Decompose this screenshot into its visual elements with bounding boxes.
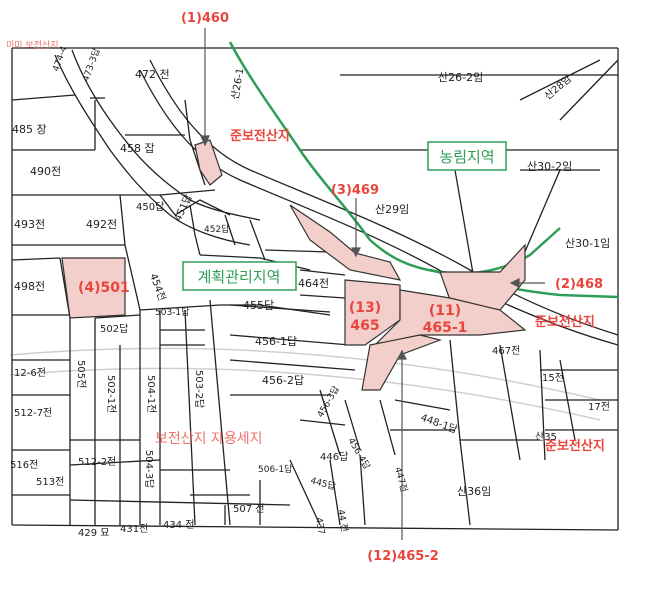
parcel-17: 17전 — [588, 401, 610, 413]
parcel-labels: 472 전 473-3답 474-4 485 장 490전 458 잡 450답… — [10, 45, 610, 539]
parcel-502-1: 502-1전 — [105, 375, 117, 413]
conserve-label-b: 준보전산지 — [535, 314, 595, 330]
planning-label: 계획관리지역 — [198, 268, 281, 286]
parcel-503: 503-1답 — [155, 306, 189, 318]
callout-2: (2)468 — [555, 277, 603, 292]
parcel-452: 452답 — [204, 223, 229, 235]
parcel-s36: 산36임 — [457, 485, 491, 498]
callout-labels: (1)460 (2)468 (3)469 (4)501 (11) 465-1 (… — [78, 11, 603, 564]
parcel-12-6: 12-6전 — [14, 367, 46, 379]
callout-11-b: 465-1 — [423, 320, 468, 336]
parcel-s30-2: 산30-2임 — [527, 160, 572, 173]
callout-3: (3)469 — [331, 183, 379, 198]
parcel-431: 431전 — [120, 523, 148, 535]
parcel-s29: 산29임 — [375, 203, 409, 216]
nongrim-box — [427, 141, 507, 171]
parcel-504-3: 504-3답 — [143, 450, 155, 488]
parcel-506: 506-1답 — [258, 463, 292, 475]
parcel-465-1 — [373, 289, 527, 347]
parcel-472: 472 전 — [135, 68, 170, 81]
parcel-434: 434 전 — [163, 519, 194, 531]
parcel-s30-1: 산30-1임 — [565, 237, 610, 250]
conserve-label-c: 준보전산지 — [545, 438, 605, 454]
highlighted-parcels — [61, 139, 527, 391]
parcel-boundaries — [11, 47, 619, 531]
callout-1: (1)460 — [181, 11, 229, 26]
parcel-15: 15전 — [542, 372, 564, 384]
parcel-492: 492전 — [86, 218, 117, 231]
parcel-512-7: 512-7전 — [14, 407, 52, 419]
parcel-502: 502답 — [100, 323, 128, 335]
parcel-469 — [289, 204, 402, 281]
parcel-485: 485 장 — [12, 123, 47, 136]
conserve-label-a: 준보전산지 — [230, 128, 290, 144]
zone-text-labels: 미미 보전산지 준보전산지 준보전산지 준보전산지 보전산지 자용세지 — [6, 40, 605, 454]
callout-13-b: 465 — [350, 318, 379, 334]
zone-label-boxes: 농림지역 계획관리지역 — [182, 141, 507, 291]
callout-pointers — [200, 28, 545, 540]
planning-box — [182, 261, 297, 291]
contour-arcs — [9, 347, 601, 421]
parcel-s35: 산35 — [535, 431, 557, 443]
parcel-464: 464전 — [298, 277, 329, 290]
parcel-507: 507 전 — [233, 503, 264, 515]
parcel-467: 467전 — [492, 345, 520, 357]
callout-11-a: (11) — [429, 303, 461, 319]
parcel-490: 490전 — [30, 165, 61, 178]
parcel-458: 458 잡 — [120, 142, 155, 155]
callout-13-a: (13) — [349, 300, 381, 316]
parcel-456-1: 456-1답 — [255, 335, 297, 348]
parcel-456-2: 456-2답 — [262, 374, 304, 387]
parcel-501 — [61, 257, 126, 319]
callout-12: (12)465-2 — [367, 549, 439, 564]
parcel-455: 455답 — [243, 299, 274, 312]
parcel-s26-2: 산26-2임 — [438, 71, 483, 84]
parcel-504-1: 504-1전 — [145, 375, 157, 413]
parcel-505: 505전 — [75, 360, 87, 388]
parcel-513: 513전 — [36, 476, 64, 488]
parcel-498: 498전 — [14, 280, 45, 293]
parcel-450: 450답 — [136, 201, 164, 213]
parcel-493: 493전 — [14, 218, 45, 231]
parcel-465 — [344, 279, 401, 346]
faded-zone-note: 보전산지 자용세지 — [155, 431, 263, 447]
callout-4: (4)501 — [78, 280, 130, 296]
parcel-44: 44 전 — [335, 509, 350, 533]
nongrim-label: 농림지역 — [439, 148, 494, 166]
parcel-s26: 산26-1 — [229, 67, 246, 101]
parcel-512-2: 512-2전 — [78, 456, 116, 468]
parcel-437: 437 — [313, 517, 326, 536]
top-left-note: 미미 보전산지 — [6, 40, 59, 51]
parcel-429: 429 묘 — [78, 528, 109, 539]
parcel-516: 516전 — [10, 459, 38, 471]
parcel-503-2: 503-2답 — [193, 370, 205, 408]
parcel-446: 446답 — [320, 451, 348, 463]
